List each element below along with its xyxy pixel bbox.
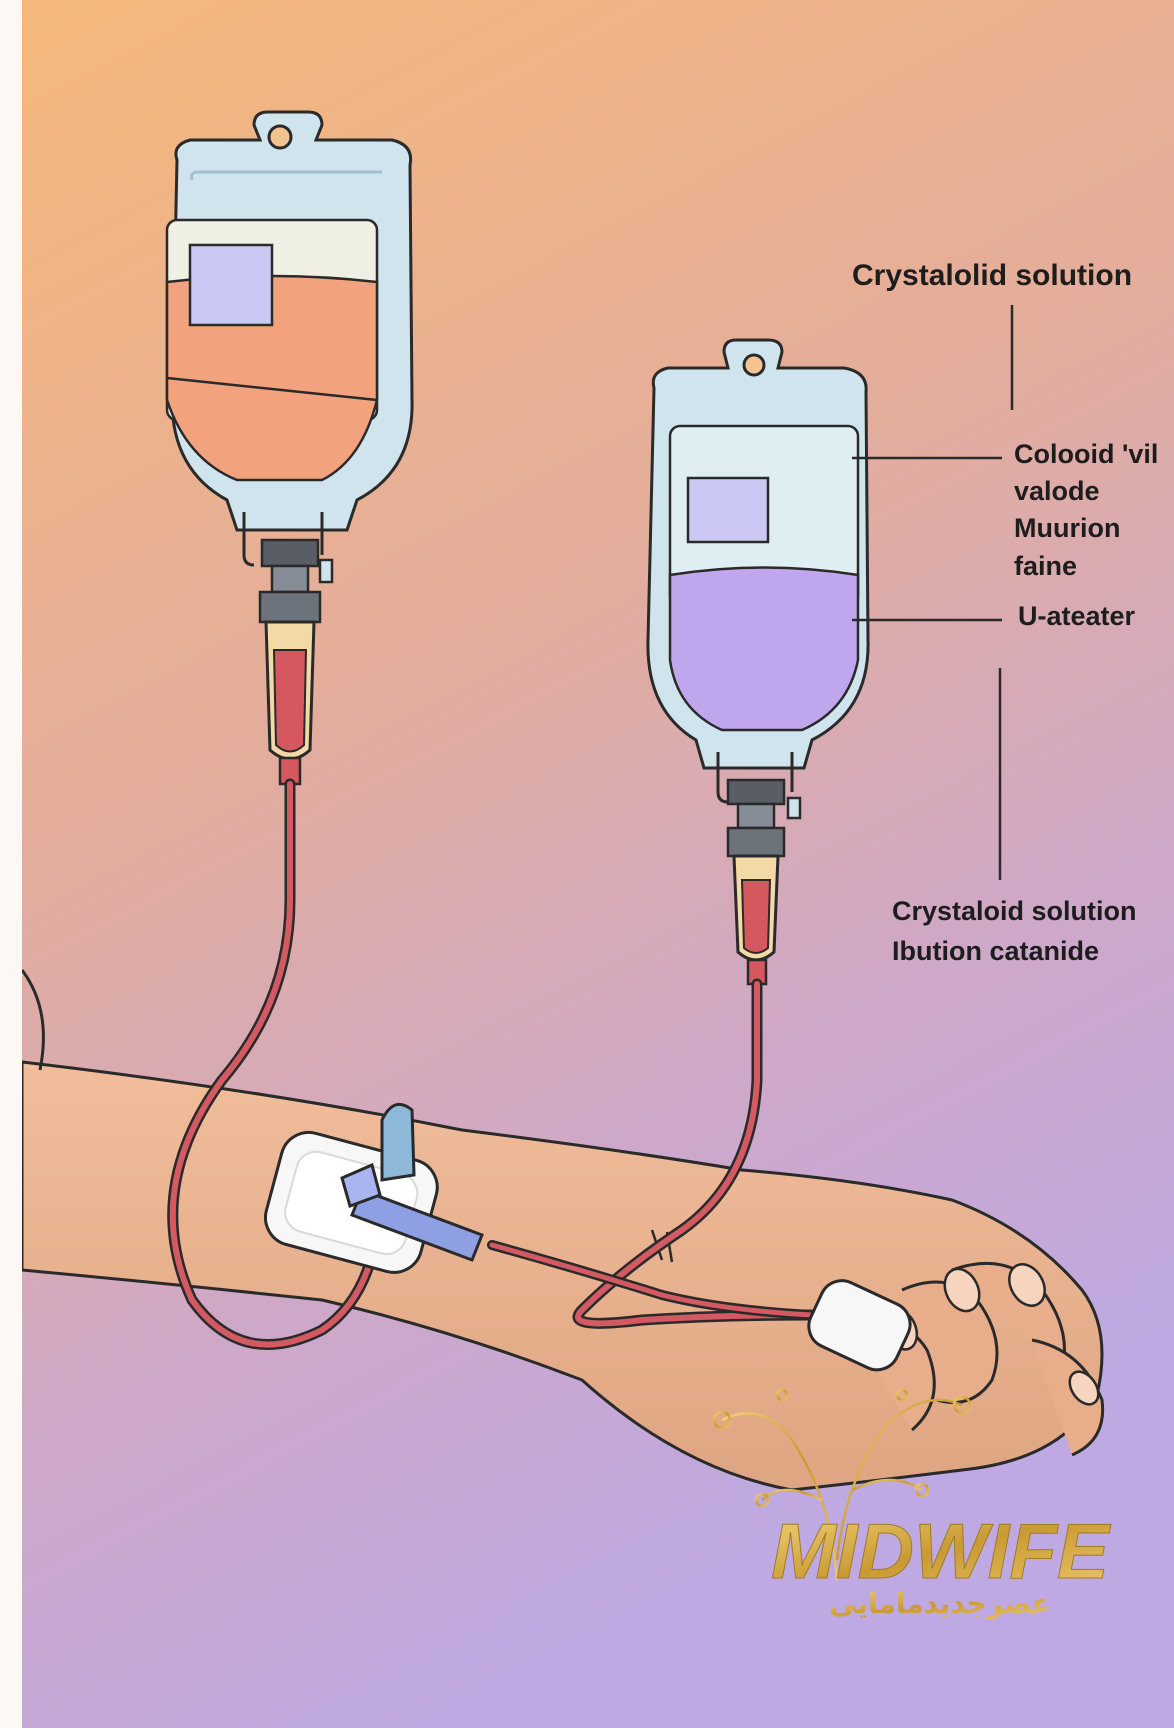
- label-muurion: Muurion: [1014, 512, 1120, 544]
- illustration-canvas: MIDWIFE عصرجدیدمامایی Crystalolid soluti…: [22, 0, 1174, 1728]
- label-valode: valode: [1014, 475, 1100, 507]
- label-faine: faine: [1014, 550, 1077, 582]
- label-u-ateater: U-ateater: [1018, 600, 1135, 632]
- label-colooid: Colooid 'vil: [1014, 438, 1158, 470]
- label-ibution-catanide: Ibution catanide: [892, 935, 1099, 967]
- label-crystaloid-solution: Crystaloid solution: [892, 895, 1137, 927]
- logo-wordmark: MIDWIFE: [771, 1507, 1111, 1595]
- logo-persian-subtext: عصرجدیدمامایی: [829, 1587, 1051, 1620]
- label-crystalolid-solution: Crystalolid solution: [852, 258, 1132, 294]
